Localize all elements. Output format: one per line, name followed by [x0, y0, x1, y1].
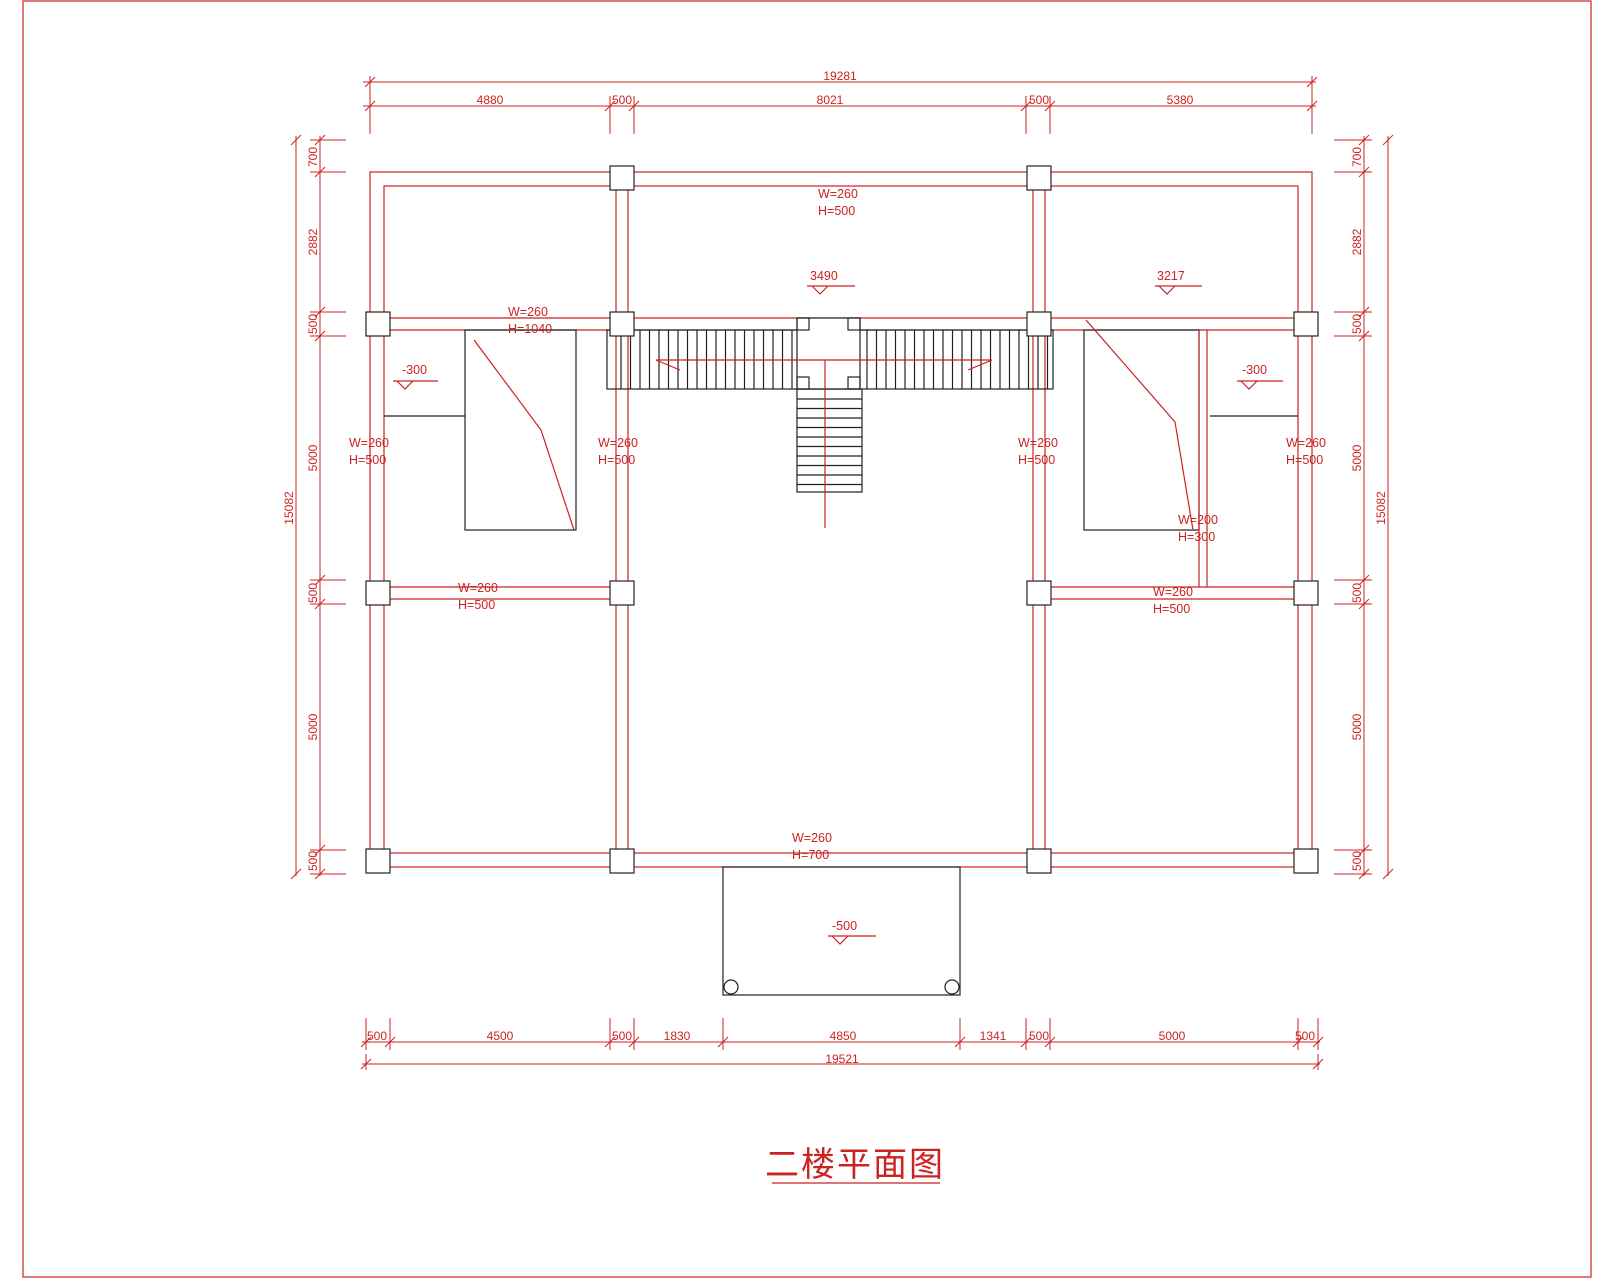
column: [365, 311, 391, 337]
beam-lower-left-h: H=500: [458, 598, 495, 612]
dim-bottom-1: 500: [367, 1029, 387, 1043]
central-stair: [606, 317, 1054, 528]
dim-top-2: 500: [612, 93, 632, 107]
dim-tick: [290, 868, 302, 880]
drawing-title: 二楼平面图: [765, 1145, 945, 1185]
dim-tick: [1382, 868, 1394, 880]
beam-stair-w: W=200: [1178, 513, 1218, 527]
drawing-frame: [22, 0, 1592, 1278]
level-marker-porch: -500: [828, 919, 876, 945]
dim-bottom-9: 500: [1295, 1029, 1315, 1043]
dimension-lines: [295, 81, 1389, 1065]
beam-wall2-h: H=500: [598, 453, 635, 467]
dim-bottom-6: 1341: [980, 1029, 1007, 1043]
beam-mid-left-h: H=1040: [508, 322, 552, 336]
column: [1026, 848, 1052, 874]
beam-stair-h: H=300: [1178, 530, 1215, 544]
dim-left-total: 15082: [282, 491, 296, 525]
column: [609, 580, 635, 606]
beam-lower-left-w: W=260: [458, 581, 498, 595]
dim-bottom-3: 500: [612, 1029, 632, 1043]
column: [609, 311, 635, 337]
dim-bottom-5: 4850: [830, 1029, 857, 1043]
column: [1026, 311, 1052, 337]
level-stair-right: 3217: [1157, 269, 1185, 283]
beam-wall3-w: W=260: [1018, 436, 1058, 450]
beam-labels: W=260 H=500 W=260 H=1040 W=260 H=500 W=2…: [349, 187, 1326, 862]
dim-left-2: 2882: [306, 228, 320, 255]
dim-right-3: 500: [1350, 314, 1364, 334]
dim-right-4: 5000: [1350, 444, 1364, 471]
dim-top-total: 19281: [823, 69, 857, 83]
dim-bottom-4: 1830: [664, 1029, 691, 1043]
beam-lower-right-h: H=500: [1153, 602, 1190, 616]
dim-right-total: 15082: [1374, 491, 1388, 525]
dim-tick: [290, 134, 302, 146]
dim-right-1: 700: [1350, 147, 1364, 167]
beam-wall3-h: H=500: [1018, 453, 1055, 467]
dim-right-2: 2882: [1350, 228, 1364, 255]
column: [1026, 580, 1052, 606]
dim-tick: [1382, 134, 1394, 146]
dim-left-5: 500: [306, 583, 320, 603]
columns: [365, 165, 1319, 874]
column: [609, 848, 635, 874]
beam-wall1-w: W=260: [349, 436, 389, 450]
beam-wall4-w: W=260: [1286, 436, 1326, 450]
level-marker-stair-right: 3217: [1155, 269, 1202, 295]
level-porch: -500: [832, 919, 857, 933]
dim-left-1: 700: [306, 147, 320, 167]
beam-top-w: W=260: [818, 187, 858, 201]
column: [365, 848, 391, 874]
dim-top-5: 5380: [1167, 93, 1194, 107]
right-stair: [1083, 319, 1298, 587]
level-marker-left-room: -300: [393, 363, 438, 390]
porch: [722, 866, 961, 996]
dim-bottom-7: 500: [1029, 1029, 1049, 1043]
column: [609, 165, 635, 191]
beam-bottom-h: H=700: [792, 848, 829, 862]
dimension-ticks: [290, 76, 1394, 1070]
beam-top-h: H=500: [818, 204, 855, 218]
beam-wall2-w: W=260: [598, 436, 638, 450]
dim-left-4: 5000: [306, 444, 320, 471]
column: [1026, 165, 1052, 191]
beam-bottom-w: W=260: [792, 831, 832, 845]
column: [1293, 580, 1319, 606]
dim-top-1: 4880: [477, 93, 504, 107]
dim-left-6: 5000: [306, 713, 320, 740]
beam-mid-left-w: W=260: [508, 305, 548, 319]
dim-left-3: 500: [306, 314, 320, 334]
vertical-beams: [615, 186, 1046, 853]
level-right-room: -300: [1242, 363, 1267, 377]
dim-left-7: 500: [306, 851, 320, 871]
beam-wall1-h: H=500: [349, 453, 386, 467]
level-stair-center: 3490: [810, 269, 838, 283]
level-marker-right-room: -300: [1237, 363, 1283, 390]
left-stair: [384, 329, 577, 531]
column: [1293, 848, 1319, 874]
dim-right-6: 5000: [1350, 713, 1364, 740]
column: [365, 580, 391, 606]
dim-bottom-8: 5000: [1159, 1029, 1186, 1043]
dim-top-3: 8021: [817, 93, 844, 107]
dim-right-7: 500: [1350, 851, 1364, 871]
column: [1293, 311, 1319, 337]
dim-bottom-2: 4500: [487, 1029, 514, 1043]
dim-right-5: 500: [1350, 583, 1364, 603]
level-left-room: -300: [402, 363, 427, 377]
dim-bottom-total: 19521: [825, 1052, 859, 1066]
beam-lower-right-w: W=260: [1153, 585, 1193, 599]
dim-top-4: 500: [1029, 93, 1049, 107]
level-marker-stair-center: 3490: [807, 269, 855, 295]
beam-wall4-h: H=500: [1286, 453, 1323, 467]
